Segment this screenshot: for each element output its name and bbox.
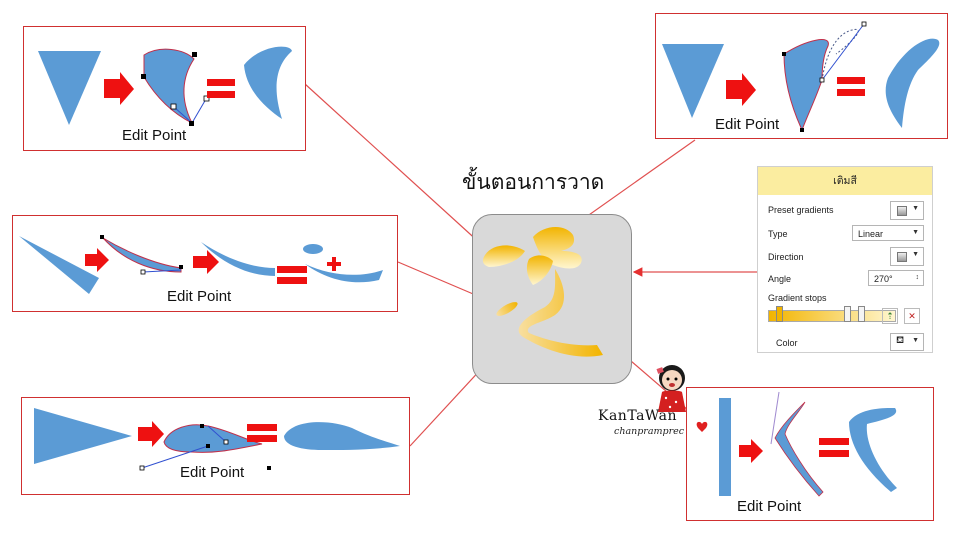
flower-leaf-shape [496,302,518,316]
right-arrow-icon [85,248,109,272]
gradient-stop-handle[interactable] [776,306,783,322]
type-value: Linear [858,229,884,239]
step-panel-2: Edit Point [12,215,398,312]
logo-name: KanTaWan [598,408,677,424]
plus-icon [327,257,341,271]
equals-icon [207,79,235,98]
angle-value: 270° [874,274,893,284]
triangle-shape [662,44,724,118]
dropdown-icon: ▼ [912,205,919,212]
right-arrow-icon [138,421,164,447]
gradient-swatch-icon [897,206,907,216]
diagram-title: ขั้นตอนการวาด [462,170,605,194]
right-arrow-icon [193,250,219,274]
triangle-shape [34,408,132,464]
edit-point-label: Edit Point [715,116,780,133]
preset-gradients-label: Preset gradients [768,205,834,215]
angle-input[interactable]: 270° ↕ [868,270,924,286]
result-shape [849,408,897,492]
result-dot-shape [303,244,323,254]
equals-icon [277,266,307,284]
edited-shape [774,401,824,497]
format-panel-header: เติมสี [758,167,932,195]
edit-point-label: Edit Point [180,464,245,481]
direction-dropdown[interactable]: ▼ [890,247,924,266]
logo-subtext: chanpramprec [614,426,685,437]
edit-handle-icon [200,424,204,428]
type-select[interactable]: Linear ▼ [852,225,924,241]
result-shape [244,46,292,119]
connector-panel-1 [304,83,493,255]
edit-point-label: Edit Point [167,288,232,305]
type-label: Type [768,229,788,239]
step-panel-4: Edit Point [655,13,948,139]
flower-stem-shape [518,269,603,357]
format-fill-panel: เติมสี Preset gradients ▼ Type Linear ▼ … [757,166,933,353]
paint-bucket-icon: ⛾ [896,335,905,346]
center-result-box [472,214,632,384]
dropdown-icon: ▼ [912,251,919,258]
gradient-swatch-icon [897,252,907,262]
result-shape [885,38,940,129]
flower-petal-shape [526,255,553,285]
edit-handle-icon [141,74,146,79]
equals-icon [819,438,849,457]
result-shape [284,422,400,450]
step-panel-5: Edit Point [686,387,934,521]
gradient-stops-bar[interactable] [768,310,896,322]
kantawan-avatar [656,365,708,432]
edited-shape [163,424,263,453]
color-picker-button[interactable]: ⛾ ▼ [890,333,924,351]
rectangle-shape [719,398,731,496]
edit-point-label: Edit Point [737,498,802,515]
gradient-stops-label: Gradient stops [768,293,827,303]
step-panel-3: Edit Point [21,397,410,495]
direction-label: Direction [768,252,804,262]
angle-label: Angle [768,274,792,284]
right-arrow-icon [104,72,134,105]
edit-handle-icon [782,52,786,56]
right-arrow-icon [739,439,763,463]
edit-handle-icon [100,235,104,239]
color-label: Color [776,338,798,348]
triangle-shape [38,51,101,125]
intermediate-shape [201,242,275,276]
result-shape [305,264,383,283]
preset-gradients-dropdown[interactable]: ▼ [890,201,924,220]
edited-shape [783,39,829,132]
dropdown-icon: ▼ [912,337,919,344]
remove-stop-icon[interactable]: ✕ [904,308,920,324]
triangle-shape [19,236,99,294]
add-stop-icon[interactable]: ⇡ [882,308,898,324]
edited-shape [102,237,182,273]
right-arrow-icon [726,73,756,106]
edited-shape [143,48,195,125]
stepper-icon: ↕ [915,274,920,281]
edit-point-label: Edit Point [122,127,187,144]
step-panel-1: Edit Point [23,26,306,151]
flower-petal-shape [482,245,525,267]
dropdown-icon: ▼ [912,229,919,236]
gradient-stop-handle[interactable] [844,306,851,322]
gradient-stop-handle[interactable] [858,306,865,322]
equals-icon [247,424,277,442]
equals-icon [837,77,865,96]
